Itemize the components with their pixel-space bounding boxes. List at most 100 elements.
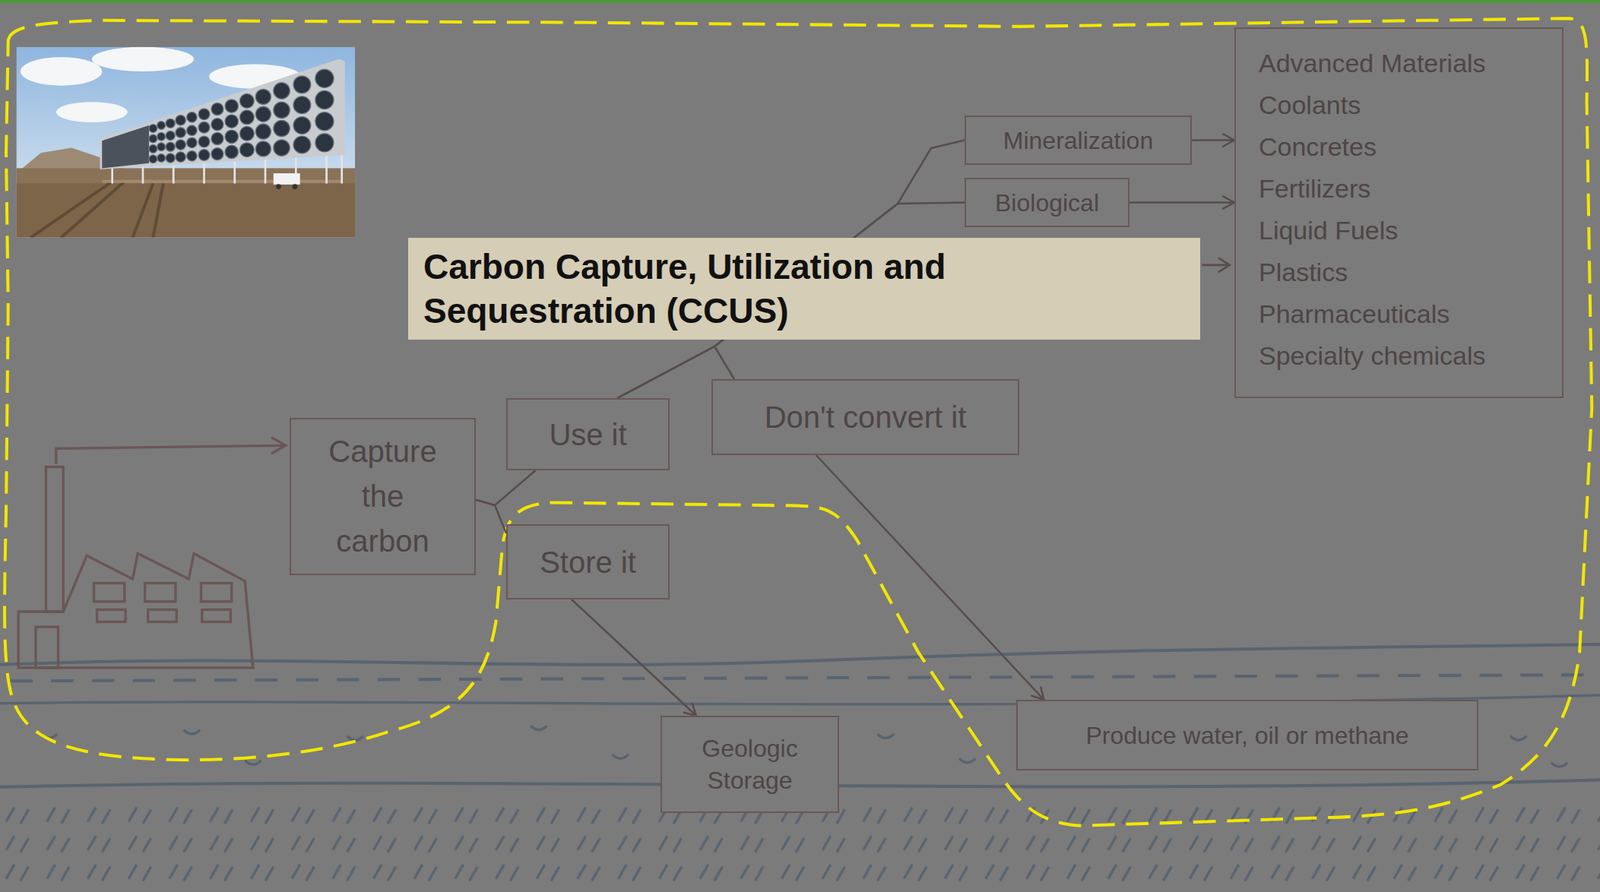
ground-strata-part bbox=[9, 674, 1592, 682]
direct-air-capture-photo-part bbox=[15, 47, 355, 238]
arrowhead bbox=[683, 703, 697, 717]
direct-air-capture-photo-part bbox=[15, 183, 355, 238]
direct-air-capture-photo bbox=[15, 47, 355, 238]
factory-sketch-part bbox=[56, 445, 284, 464]
storage-box: Geologic Storage bbox=[660, 716, 840, 814]
factory-sketch-part bbox=[202, 609, 232, 622]
list-item: Pharmaceuticals bbox=[1258, 293, 1450, 336]
title-banner: Carbon Capture, Utilization and Sequestr… bbox=[408, 237, 1201, 340]
direct-air-capture-photo-part-part bbox=[165, 130, 175, 140]
direct-air-capture-photo-part-part bbox=[157, 132, 166, 141]
box-label: Produce water, oil or methane bbox=[1085, 719, 1409, 752]
direct-air-capture-photo-part-part bbox=[255, 106, 271, 122]
direct-air-capture-photo-part-part bbox=[255, 88, 271, 105]
direct-air-capture-photo-part-part bbox=[148, 134, 158, 143]
direct-air-capture-photo-part-part bbox=[186, 112, 197, 123]
arrowhead bbox=[1222, 196, 1235, 210]
arrowhead bbox=[1030, 687, 1044, 701]
connector-line bbox=[571, 599, 697, 717]
factory-sketch-part bbox=[35, 627, 59, 669]
direct-air-capture-photo-part bbox=[292, 183, 298, 190]
list-item: Advanced Materials bbox=[1258, 42, 1486, 85]
direct-air-capture-photo-part-part bbox=[273, 120, 290, 137]
direct-air-capture-photo-part-part bbox=[157, 121, 166, 130]
direct-air-capture-photo-part-part bbox=[315, 133, 334, 153]
factory-sketch-part bbox=[94, 582, 125, 602]
connector bbox=[475, 470, 536, 506]
process-box: Store it bbox=[506, 524, 670, 600]
factory-sketch-part bbox=[45, 467, 64, 613]
connector bbox=[475, 500, 507, 534]
direct-air-capture-photo-part-part bbox=[157, 142, 166, 152]
factory-sketch-part bbox=[200, 582, 232, 602]
list-item: Fertilizers bbox=[1258, 167, 1371, 210]
list-item: Concretes bbox=[1258, 126, 1377, 168]
direct-air-capture-photo-part-part bbox=[293, 76, 311, 94]
direct-air-capture-photo-part-part bbox=[198, 136, 210, 148]
arrowhead bbox=[1222, 133, 1235, 147]
highlight-outline bbox=[4, 18, 1592, 827]
process-box: Produce water, oil or methane bbox=[1016, 700, 1479, 771]
direct-air-capture-photo-part bbox=[91, 47, 194, 72]
direct-air-capture-photo-part-part bbox=[239, 142, 254, 158]
box-label: Biological bbox=[994, 187, 1100, 219]
connector-line bbox=[475, 470, 536, 506]
box-label: Don't convert it bbox=[764, 399, 967, 436]
factory-sketch-part bbox=[18, 554, 254, 669]
direct-air-capture-photo-part-part bbox=[186, 151, 197, 162]
direct-air-capture-photo-part-part bbox=[315, 90, 334, 109]
direct-air-capture-photo-part-part bbox=[198, 149, 210, 162]
direct-air-capture-photo-part-part bbox=[293, 136, 311, 154]
direct-air-capture-photo-part-part bbox=[224, 99, 238, 113]
connector-line bbox=[475, 500, 507, 534]
box-label: Capture the carbon bbox=[314, 429, 452, 564]
product-list-box: Advanced MaterialsCoolantsConcretesFerti… bbox=[1234, 27, 1564, 399]
output-arrow-part bbox=[1201, 264, 1229, 267]
connector-line bbox=[816, 455, 1045, 701]
process-box: Capture the carbon bbox=[289, 418, 476, 576]
direct-air-capture-photo-part-part bbox=[211, 118, 224, 131]
direct-air-capture-photo-part bbox=[101, 180, 342, 184]
direct-air-capture-photo-part-part bbox=[175, 115, 186, 126]
direct-air-capture-photo-part-part bbox=[273, 101, 290, 118]
list-item: Coolants bbox=[1258, 84, 1361, 127]
direct-air-capture-photo-part-part bbox=[175, 139, 186, 150]
direct-air-capture-photo-part-part bbox=[255, 141, 271, 157]
direct-air-capture-photo-part-part bbox=[293, 117, 311, 135]
connector bbox=[1191, 133, 1235, 147]
direct-air-capture-photo-part-part bbox=[148, 155, 158, 164]
direct-air-capture-photo-part bbox=[20, 57, 102, 86]
box-label: Use it bbox=[548, 416, 627, 454]
connector-line bbox=[1191, 139, 1235, 142]
direct-air-capture-photo-part-part bbox=[165, 118, 175, 128]
process-box: Use it bbox=[506, 398, 670, 471]
direct-air-capture-photo-part-part bbox=[165, 153, 175, 163]
process-box: Don't convert it bbox=[711, 379, 1020, 456]
connector bbox=[1129, 196, 1235, 210]
direct-air-capture-photo-part bbox=[148, 69, 334, 163]
direct-air-capture-photo-part bbox=[30, 181, 164, 238]
top-bar bbox=[0, 0, 1600, 4]
direct-air-capture-photo-part-part bbox=[224, 114, 238, 128]
factory-sketch-part bbox=[97, 609, 127, 622]
direct-air-capture-photo-part-part bbox=[148, 145, 158, 154]
direct-air-capture-photo-part-part bbox=[186, 125, 197, 136]
direct-air-capture-photo-part-part bbox=[239, 110, 254, 125]
connector-line bbox=[1129, 201, 1235, 204]
box-label: Store it bbox=[539, 544, 637, 581]
direct-air-capture-photo-part bbox=[56, 101, 128, 123]
direct-air-capture-photo-part bbox=[275, 183, 282, 190]
direct-air-capture-photo-part-part bbox=[239, 126, 254, 141]
direct-air-capture-photo-part-part bbox=[157, 154, 166, 163]
direct-air-capture-photo-part-part bbox=[315, 112, 334, 131]
process-box: Mineralization bbox=[964, 115, 1192, 165]
factory-sketch-part bbox=[271, 437, 286, 454]
direct-air-capture-photo-part-part bbox=[165, 142, 175, 152]
factory-sketch-part bbox=[148, 609, 178, 622]
direct-air-capture-photo-part bbox=[273, 173, 301, 185]
direct-air-capture-photo-part-part bbox=[148, 124, 158, 134]
direct-air-capture-photo-part bbox=[100, 59, 346, 170]
direct-air-capture-photo-part-part bbox=[198, 108, 210, 121]
process-box: Biological bbox=[964, 177, 1130, 228]
